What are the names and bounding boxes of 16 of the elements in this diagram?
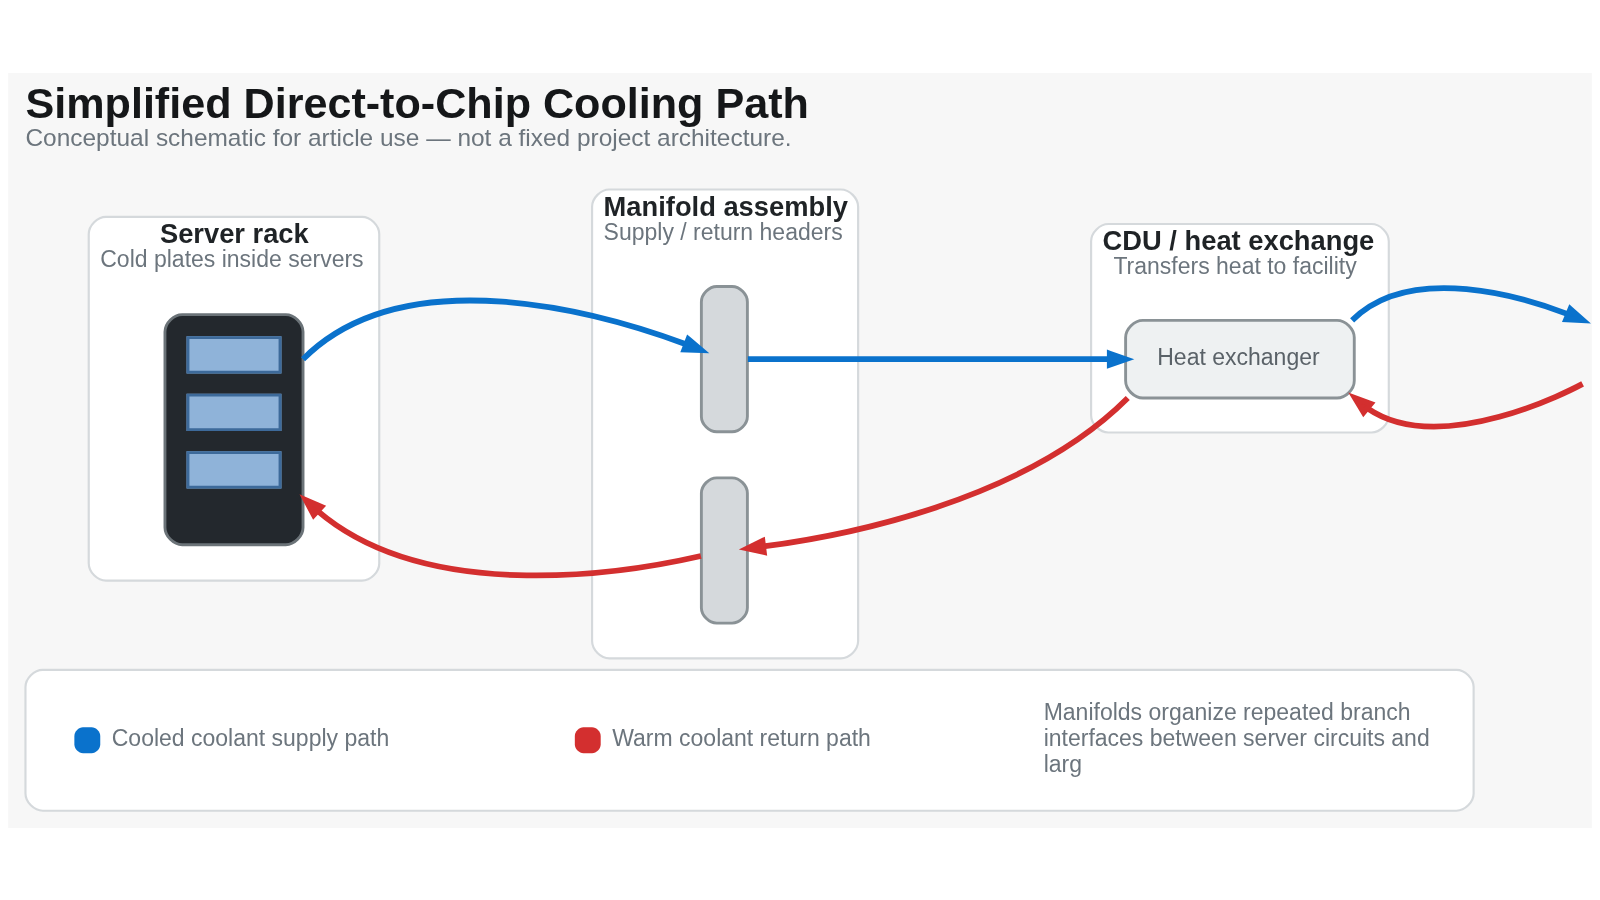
legend-label: Warm coolant return path <box>612 724 871 751</box>
arrow <box>1348 380 1584 429</box>
arrow <box>1350 284 1591 324</box>
arrow <box>299 493 702 578</box>
arrow <box>738 395 1130 556</box>
node-box <box>24 668 1475 812</box>
node-bar <box>699 475 749 624</box>
cluster: Manifold assembly Supply / return headers <box>591 187 860 659</box>
arrow <box>301 297 710 361</box>
node-box: Heat exchanger <box>1124 318 1356 399</box>
arrow <box>747 349 1135 369</box>
node-bar <box>699 284 749 433</box>
cluster: Server rack Cold plates inside servers <box>87 215 381 582</box>
legend-label: Cooled coolant supply path <box>111 724 390 751</box>
diagram-title: Simplified Direct-to-Chip Cooling Path <box>25 78 809 127</box>
label: Manifolds organize repeated branch interfaces between server circuits and larg <box>1043 698 1430 777</box>
